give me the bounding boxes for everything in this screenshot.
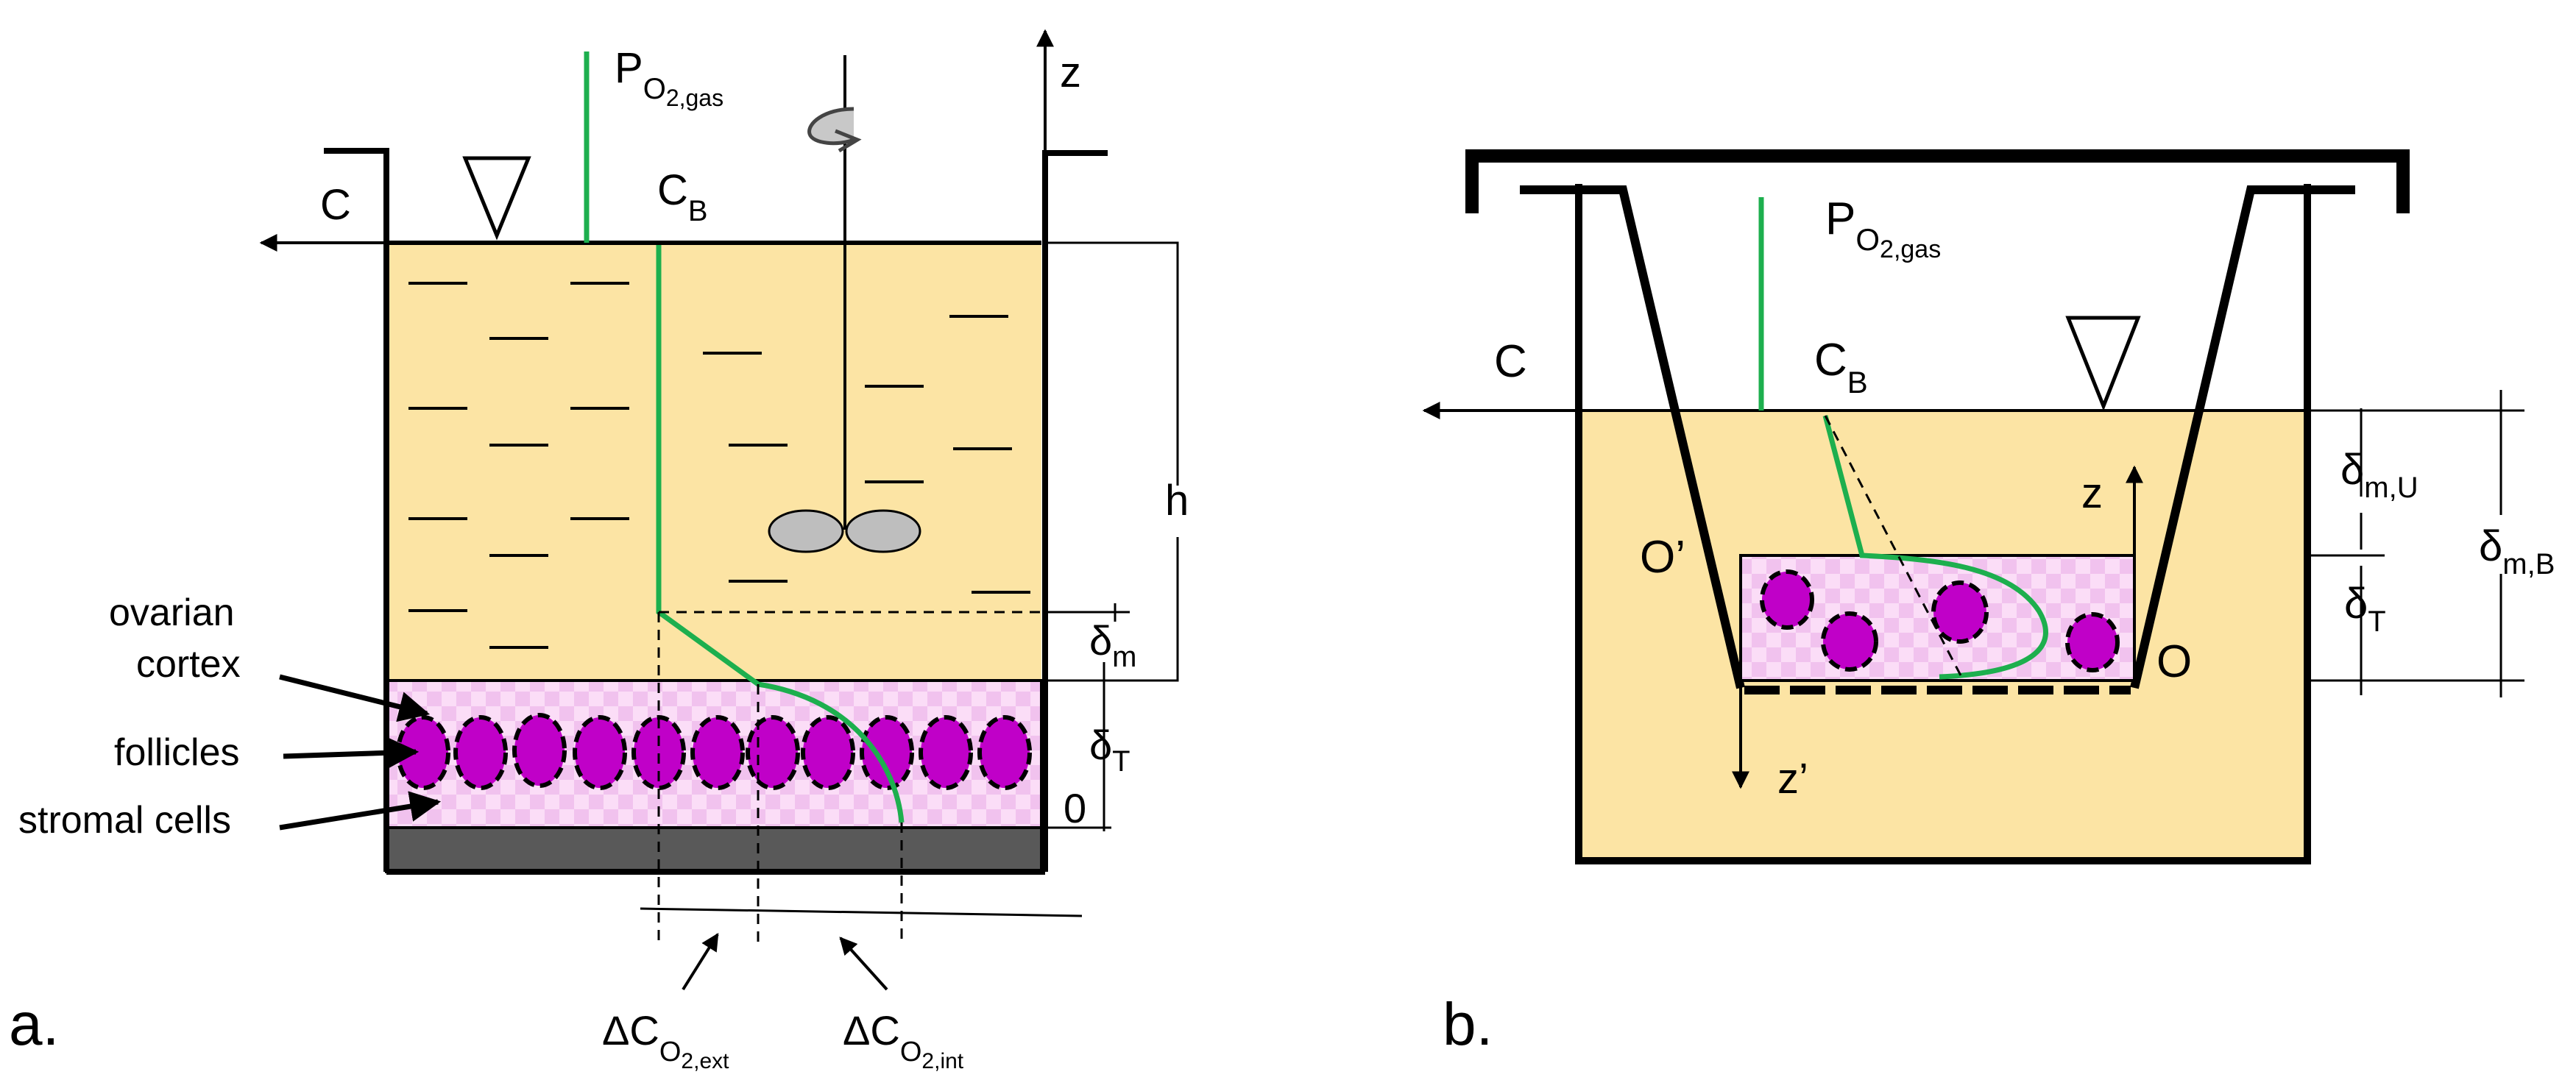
- follicles-b: [1760, 569, 2120, 672]
- p-o2-gas-label-b: PO2,gas: [1825, 193, 1941, 263]
- stromal-cells-label: stromal cells: [18, 799, 231, 842]
- ovarian-cortex-label-line2: cortex: [136, 643, 241, 686]
- o-label-b: O: [2156, 636, 2192, 687]
- panel-b-label: b.: [1443, 991, 1493, 1058]
- delta-c-baseline: [640, 907, 1083, 917]
- cb-label-a: CB: [657, 166, 708, 227]
- z-axis-label-a: z: [1060, 49, 1081, 96]
- follicles-arrow: [283, 737, 420, 769]
- h-label: h: [1165, 477, 1189, 525]
- delta-t-label-b: δT: [2344, 580, 2386, 638]
- delta-mb-label-b: δm,B: [2479, 522, 2555, 580]
- panel-a: a. PO2,gas z C CB h δm δT 0 ovarian cort…: [9, 29, 1189, 1073]
- ovarian-cortex-label-line1: ovarian: [109, 591, 235, 634]
- medium-dashes-a: [408, 282, 1030, 649]
- o-prime-label-b: O’: [1640, 532, 1685, 583]
- cb-label-b: CB: [1814, 335, 1868, 399]
- oxygen-concentration-profile-a: [656, 245, 905, 823]
- delta-c-ext-arrow: [682, 932, 719, 991]
- panel-a-label: a.: [9, 991, 59, 1058]
- impeller-blade-left: [768, 509, 844, 553]
- construction-dashes-a: [657, 611, 1045, 949]
- base-membrane-a: [385, 826, 1043, 873]
- follicles-a: [396, 713, 1032, 790]
- vessel-left-wall-a: [324, 148, 389, 872]
- delta-mu-label-b: δm,U: [2340, 446, 2418, 504]
- delta-c-int-label: ΔCO2,int: [843, 1007, 964, 1073]
- rotation-arrow-icon: [807, 107, 862, 153]
- panel-b: b. PO2,gas C CB z z’ O O’ δm,U δT δm,B: [1422, 149, 2555, 1058]
- liquid-level-indicator-a: [462, 156, 531, 241]
- zero-label: 0: [1064, 785, 1086, 831]
- culture-medium-a: [386, 243, 1041, 681]
- linear-reference-dash-b: [1824, 415, 1963, 678]
- impeller-blade-right: [845, 509, 921, 553]
- delta-m-label-a: δm: [1089, 617, 1137, 673]
- c-label-b: C: [1494, 336, 1527, 387]
- delta-c-int-arrow: [839, 937, 888, 991]
- outer-well-walls-b: [1575, 184, 2311, 864]
- h-dimension-line: [1045, 241, 1179, 682]
- p-o2-gas-label-a: PO2,gas: [615, 44, 723, 111]
- delta-t-label-a: δT: [1089, 722, 1130, 778]
- insert-right-wall-b: [2130, 185, 2355, 689]
- well-lid-b: [1465, 149, 2410, 213]
- delta-c-ext-label: ΔCO2,ext: [602, 1007, 729, 1073]
- follicles-label: follicles: [114, 731, 240, 774]
- ovarian-cortex-arrow: [279, 674, 431, 722]
- z-prime-axis-label-b: z’: [1777, 755, 1808, 803]
- stromal-cells-arrow: [279, 791, 442, 831]
- z-axis-label-b: z: [2081, 469, 2103, 517]
- c-label-a: C: [320, 181, 351, 229]
- liquid-level-indicator-b: [2065, 316, 2141, 411]
- oxygen-concentration-profile-b: [1822, 415, 2048, 680]
- insert-left-wall-b: [1520, 185, 1745, 689]
